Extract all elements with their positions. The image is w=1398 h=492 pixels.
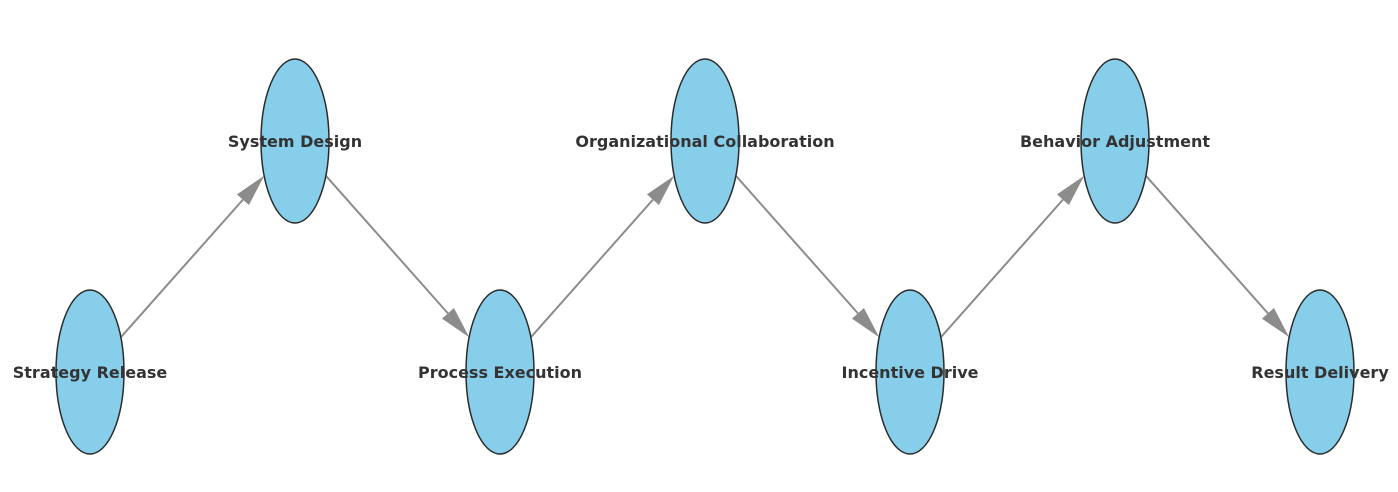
edge-arrow (120, 175, 265, 338)
edge-arrow (530, 175, 675, 338)
edge-line (940, 198, 1064, 338)
arrowhead-icon (236, 175, 265, 205)
node-label: Process Execution (418, 363, 582, 382)
node-n1 (55, 289, 125, 455)
node-n6 (1080, 58, 1150, 224)
node-label: Strategy Release (13, 363, 168, 382)
node-label: Incentive Drive (842, 363, 979, 382)
node-label: System Design (228, 132, 362, 151)
arrowhead-icon (1056, 175, 1085, 205)
node-label: Behavior Adjustment (1020, 132, 1210, 151)
arrowhead-icon (646, 175, 675, 205)
arrowhead-icon (851, 308, 880, 338)
edge-line (735, 175, 859, 315)
edge-arrow (735, 175, 880, 338)
edge-line (120, 198, 244, 338)
edge-line (530, 198, 654, 338)
node-n7 (1285, 289, 1355, 455)
node-label: Organizational Collaboration (575, 132, 834, 151)
edge-arrow (325, 175, 470, 338)
node-n4 (670, 58, 740, 224)
arrowhead-icon (441, 308, 470, 338)
node-n5 (875, 289, 945, 455)
arrowhead-icon (1261, 308, 1290, 338)
node-n2 (260, 58, 330, 224)
edge-arrow (940, 175, 1085, 338)
node-label: Result Delivery (1251, 363, 1389, 382)
edge-line (325, 175, 449, 315)
nodes (55, 58, 1355, 455)
edge-arrow (1145, 175, 1290, 338)
edges (120, 175, 1290, 338)
edge-line (1145, 175, 1269, 315)
node-n3 (465, 289, 535, 455)
